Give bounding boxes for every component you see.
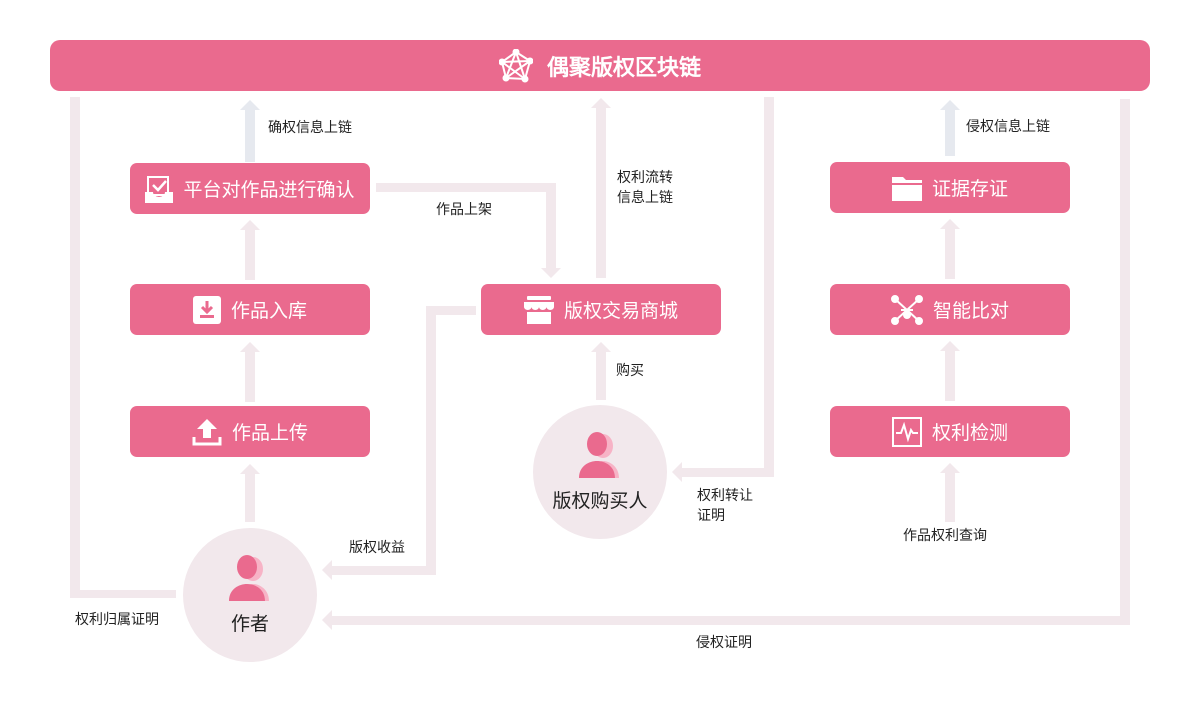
compare-box: 智能比对 <box>830 284 1070 335</box>
user-group-icon <box>579 431 619 478</box>
user-group-icon <box>229 554 269 601</box>
ownership-line <box>70 590 176 598</box>
label-confirm-chain: 确权信息上链 <box>268 120 352 136</box>
arrow-buy <box>596 352 606 400</box>
store-icon <box>523 295 554 324</box>
label-ownership-proof: 权利归属证明 <box>75 612 159 628</box>
upload-icon <box>192 418 222 445</box>
infringe-proof-line <box>1120 99 1130 625</box>
arrow-author-upload <box>245 474 255 522</box>
confirm-box: 平台对作品进行确认 <box>130 163 370 214</box>
mall-box: 版权交易商城 <box>481 284 721 335</box>
evidence-box: 证据存证 <box>830 162 1070 213</box>
transfer-proof-line <box>764 97 774 477</box>
monitor-pulse-icon <box>891 416 922 447</box>
download-icon <box>192 295 221 324</box>
listing-line <box>376 183 556 192</box>
label-infringe-proof: 侵权证明 <box>696 635 752 651</box>
arrow-storage-confirm <box>245 230 255 280</box>
label-buy: 购买 <box>616 363 644 379</box>
arrow-infringe-chain <box>945 110 955 156</box>
arrow-confirm-chain <box>245 110 255 162</box>
compare-nodes-icon <box>890 294 923 325</box>
blockchain-header: 偶聚版权区块链 <box>50 40 1150 91</box>
label-revenue: 版权收益 <box>349 540 405 556</box>
label-infringe-chain: 侵权信息上链 <box>966 119 1050 135</box>
header-title: 偶聚版权区块链 <box>546 55 701 81</box>
ownership-line <box>70 97 80 598</box>
folder-icon <box>891 176 922 201</box>
author-actor: 作者 <box>183 528 317 662</box>
label-listing: 作品上架 <box>436 202 492 218</box>
label-transfer-chain: 权利流转 信息上链 <box>617 170 673 206</box>
arrow-upload-storage <box>245 352 255 402</box>
upload-box: 作品上传 <box>130 406 370 457</box>
revenue-line <box>426 306 476 315</box>
storage-box: 作品入库 <box>130 284 370 335</box>
inbox-check-icon <box>145 175 174 203</box>
buyer-actor: 版权购买人 <box>533 405 667 539</box>
label-rights-query: 作品权利查询 <box>903 528 987 544</box>
arrow-transfer-chain <box>596 108 606 278</box>
detect-box: 权利检测 <box>830 406 1070 457</box>
label-transfer-proof: 权利转让 证明 <box>697 488 753 524</box>
network-icon <box>498 48 533 82</box>
